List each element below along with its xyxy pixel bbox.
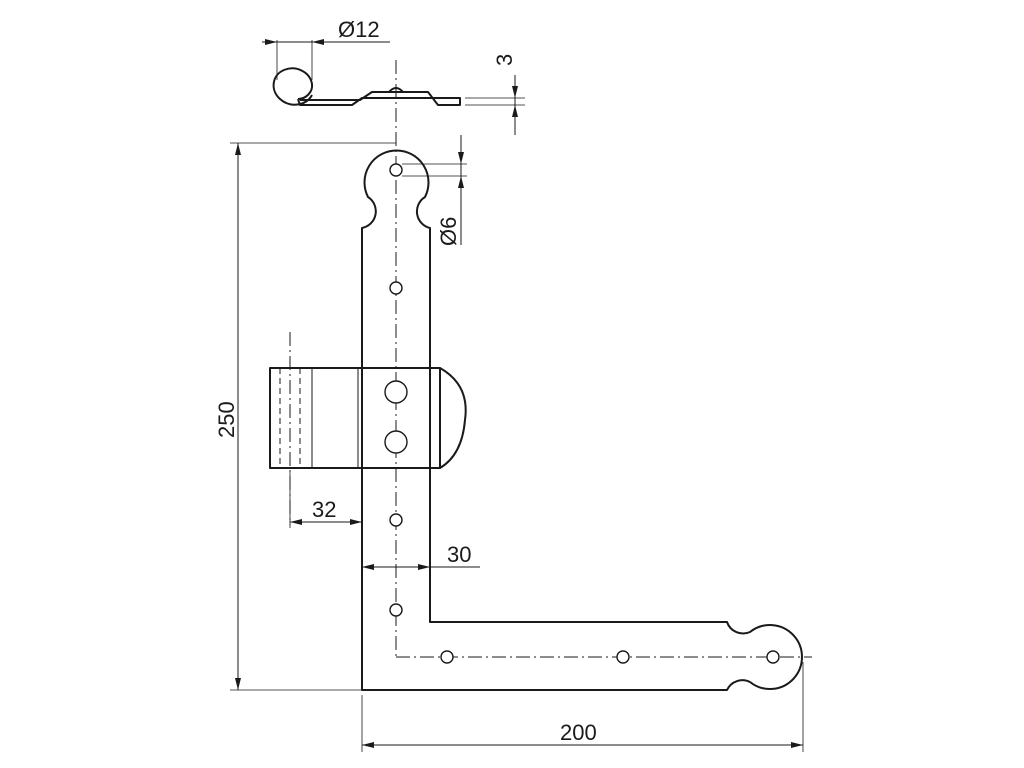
pintle-block-rounded-end	[439, 367, 467, 469]
top-view-strap-plate	[297, 91, 461, 106]
hole-horizontal-2	[616, 650, 630, 664]
dim-eye-diameter-label: Ø12	[338, 17, 380, 42]
dim-hole-diameter: Ø6	[402, 135, 467, 246]
dim-hole-diameter-label: Ø6	[436, 217, 461, 246]
hole-vertical-2	[389, 513, 403, 527]
pintle-block-body	[269, 367, 441, 469]
dim-overall-height: 250	[214, 142, 396, 691]
dim-pintle-offset-label: 32	[312, 497, 336, 522]
hole-vertical-3	[389, 603, 403, 617]
dim-strap-thickness: 3	[465, 54, 525, 135]
l-strap-outline	[361, 149, 803, 691]
pintle-bolt-2	[384, 430, 408, 454]
dimensions: Ø12 3 Ø6 250	[214, 17, 804, 752]
dim-strap-width-label: 30	[447, 542, 471, 567]
front-view	[269, 149, 812, 691]
hole-horizontal-1	[440, 650, 454, 664]
dim-strap-thickness-label: 3	[492, 54, 517, 66]
dim-pintle-offset: 32	[289, 470, 363, 528]
top-view	[272, 67, 461, 106]
pintle-bolt-1	[384, 380, 408, 404]
pintle-block	[269, 332, 467, 525]
hole-horizontal-eye	[766, 650, 780, 664]
hole-vertical-1	[389, 281, 403, 295]
top-view-rolled-eye	[272, 67, 314, 106]
dim-overall-width-label: 200	[560, 720, 597, 745]
dim-eye-diameter: Ø12	[262, 17, 390, 80]
dim-overall-height-label: 250	[214, 401, 239, 438]
dim-strap-width: 30	[362, 542, 480, 570]
hole-top-eye	[389, 163, 403, 177]
dim-overall-width: 200	[361, 662, 804, 752]
